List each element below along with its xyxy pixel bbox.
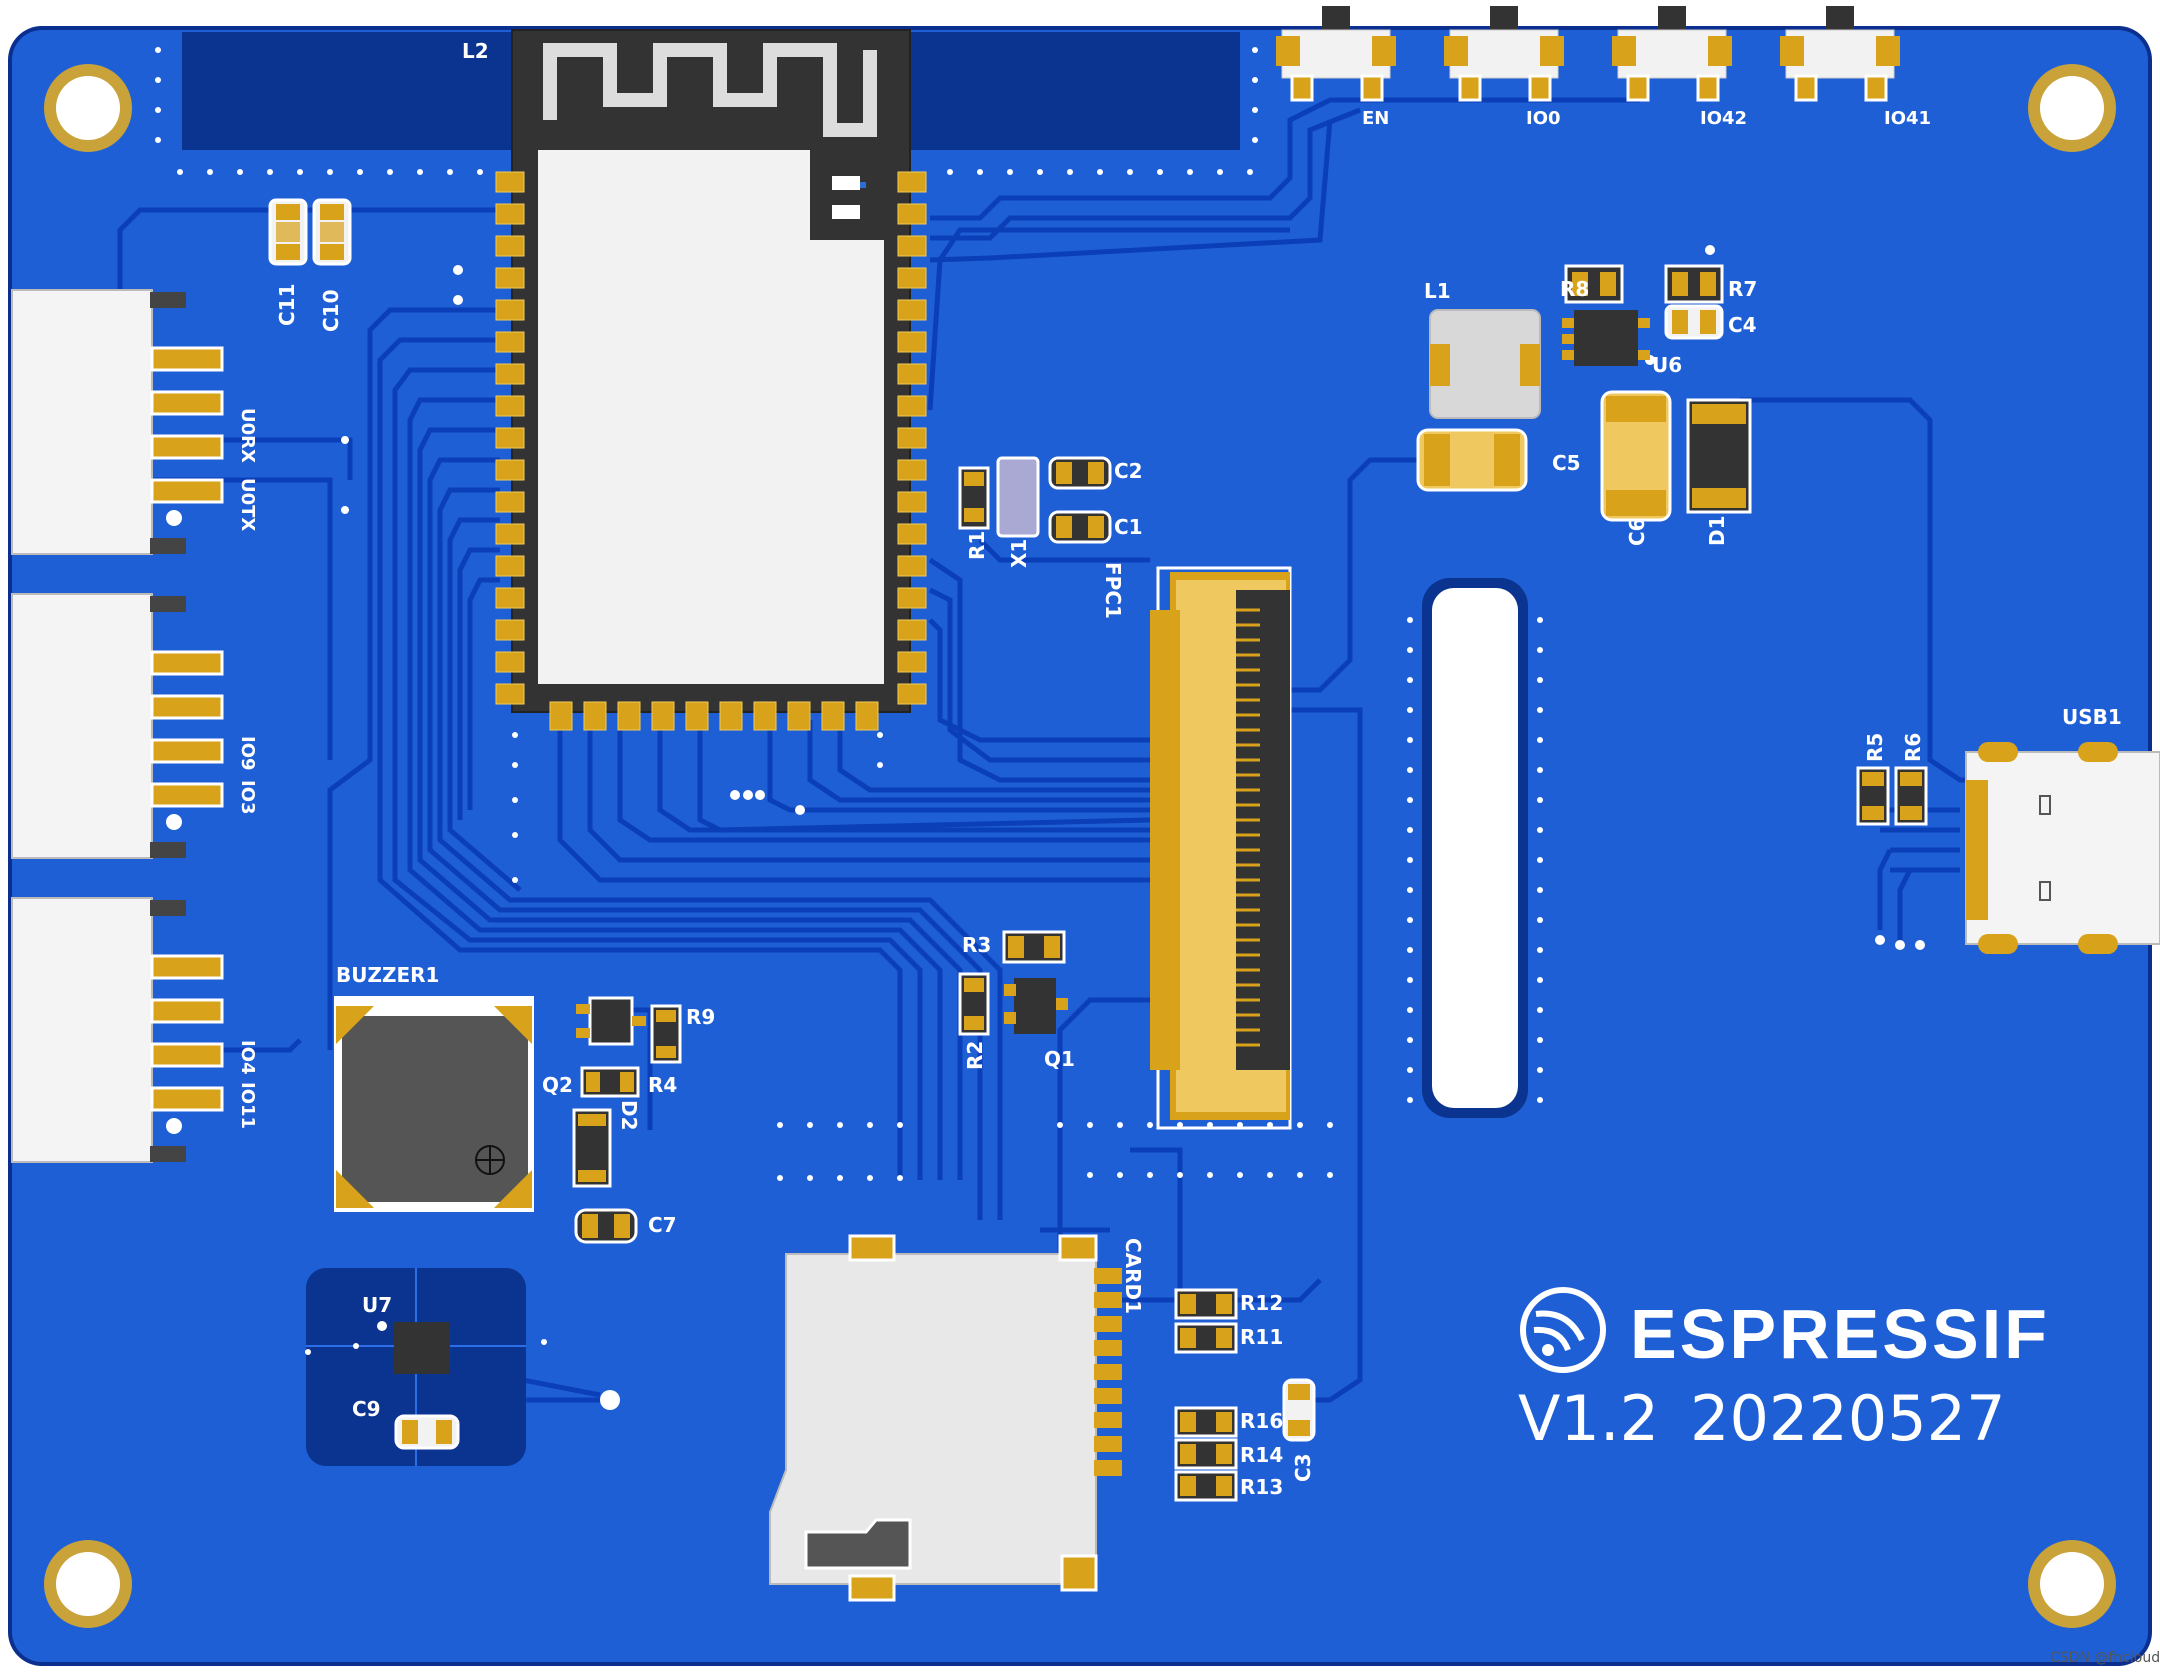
capacitors-c11-c10 [268, 198, 352, 266]
label-r13: R13 [1240, 1475, 1283, 1499]
label-r2: R2 [963, 1041, 987, 1070]
label-io42: IO42 [1700, 108, 1747, 129]
espressif-logo-icon [1520, 1287, 1606, 1373]
label-u6: U6 [1652, 353, 1682, 377]
label-r11: R11 [1240, 1325, 1283, 1349]
mounting-holes [44, 64, 2116, 1628]
label-r3: R3 [962, 933, 991, 957]
label-r5: R5 [1863, 733, 1887, 762]
label-io4: IO4 [237, 1040, 258, 1075]
label-c11: C11 [275, 283, 299, 326]
board-date: 20220527 [1690, 1382, 2006, 1455]
sd-resistor-array [1174, 1288, 1316, 1502]
label-c1: C1 [1114, 515, 1143, 539]
transistor-q1-area [958, 930, 1068, 1036]
label-r8: R8 [1560, 277, 1589, 301]
buzzer-component [334, 996, 682, 1244]
label-r14: R14 [1240, 1443, 1283, 1467]
label-r7: R7 [1728, 277, 1757, 301]
label-l2: L2 [462, 39, 489, 63]
label-d1: D1 [1705, 515, 1729, 546]
label-l1: L1 [1424, 279, 1451, 303]
label-c9: C9 [352, 1397, 381, 1421]
label-card1: CARD1 [1121, 1238, 1145, 1314]
label-d2: D2 [617, 1100, 641, 1131]
crystal-area [958, 456, 1112, 544]
watermark: CSDN @fhcloud [2050, 1650, 2160, 1666]
label-c4: C4 [1728, 313, 1757, 337]
board-version: V1.2 [1518, 1382, 1659, 1455]
label-x1: X1 [1007, 539, 1031, 568]
label-usb1: USB1 [2062, 705, 2122, 729]
label-u0rx: U0RX [237, 408, 258, 463]
label-io3: IO3 [237, 780, 258, 815]
label-io41: IO41 [1884, 108, 1931, 129]
label-r12: R12 [1240, 1291, 1283, 1315]
label-r1: R1 [965, 531, 989, 560]
label-en: EN [1362, 108, 1389, 129]
sd-card-slot [769, 1234, 1122, 1602]
jst-connector-io4-io11 [11, 897, 224, 1163]
label-c5: C5 [1552, 451, 1581, 475]
display-slot [1422, 578, 1528, 1118]
label-c10: C10 [319, 289, 343, 332]
label-io9: IO9 [237, 736, 258, 771]
label-fpc1: FPC1 [1101, 562, 1125, 619]
label-u7: U7 [362, 1293, 392, 1317]
usb-c-connector [1856, 742, 2160, 954]
copper-traces [117, 97, 2000, 1403]
label-c6: C6 [1625, 517, 1649, 546]
jst-connector-uart [11, 289, 224, 555]
brand-name: ESPRESSIF [1630, 1295, 2050, 1373]
label-r9: R9 [686, 1005, 715, 1029]
jst-connector-io9-io3 [11, 593, 224, 859]
label-q2: Q2 [542, 1073, 573, 1097]
label-io0: IO0 [1526, 108, 1561, 129]
label-buzzer1: BUZZER1 [336, 963, 439, 987]
antenna-via-row [155, 47, 1258, 175]
label-r4: R4 [648, 1073, 677, 1097]
label-q1: Q1 [1044, 1047, 1075, 1071]
power-section: SMD [1416, 264, 1752, 522]
ground-via-field [341, 245, 1925, 1181]
esp32-s3-module [495, 29, 927, 731]
u7-region [305, 1268, 620, 1466]
silkscreen-labels: L2 EN IO0 IO42 IO41 L1 R8 R7 C4 U6 C5 C6… [237, 39, 2122, 1499]
label-c7: C7 [648, 1213, 677, 1237]
tactile-buttons [1276, 6, 1900, 102]
label-c2: C2 [1114, 459, 1143, 483]
label-io11: IO11 [237, 1082, 258, 1129]
label-r6: R6 [1901, 733, 1925, 762]
label-c3: C3 [1291, 1453, 1315, 1482]
label-u0tx: U0TX [237, 478, 258, 531]
label-r16: R16 [1240, 1409, 1283, 1433]
fpc-connector [1150, 566, 1292, 1130]
